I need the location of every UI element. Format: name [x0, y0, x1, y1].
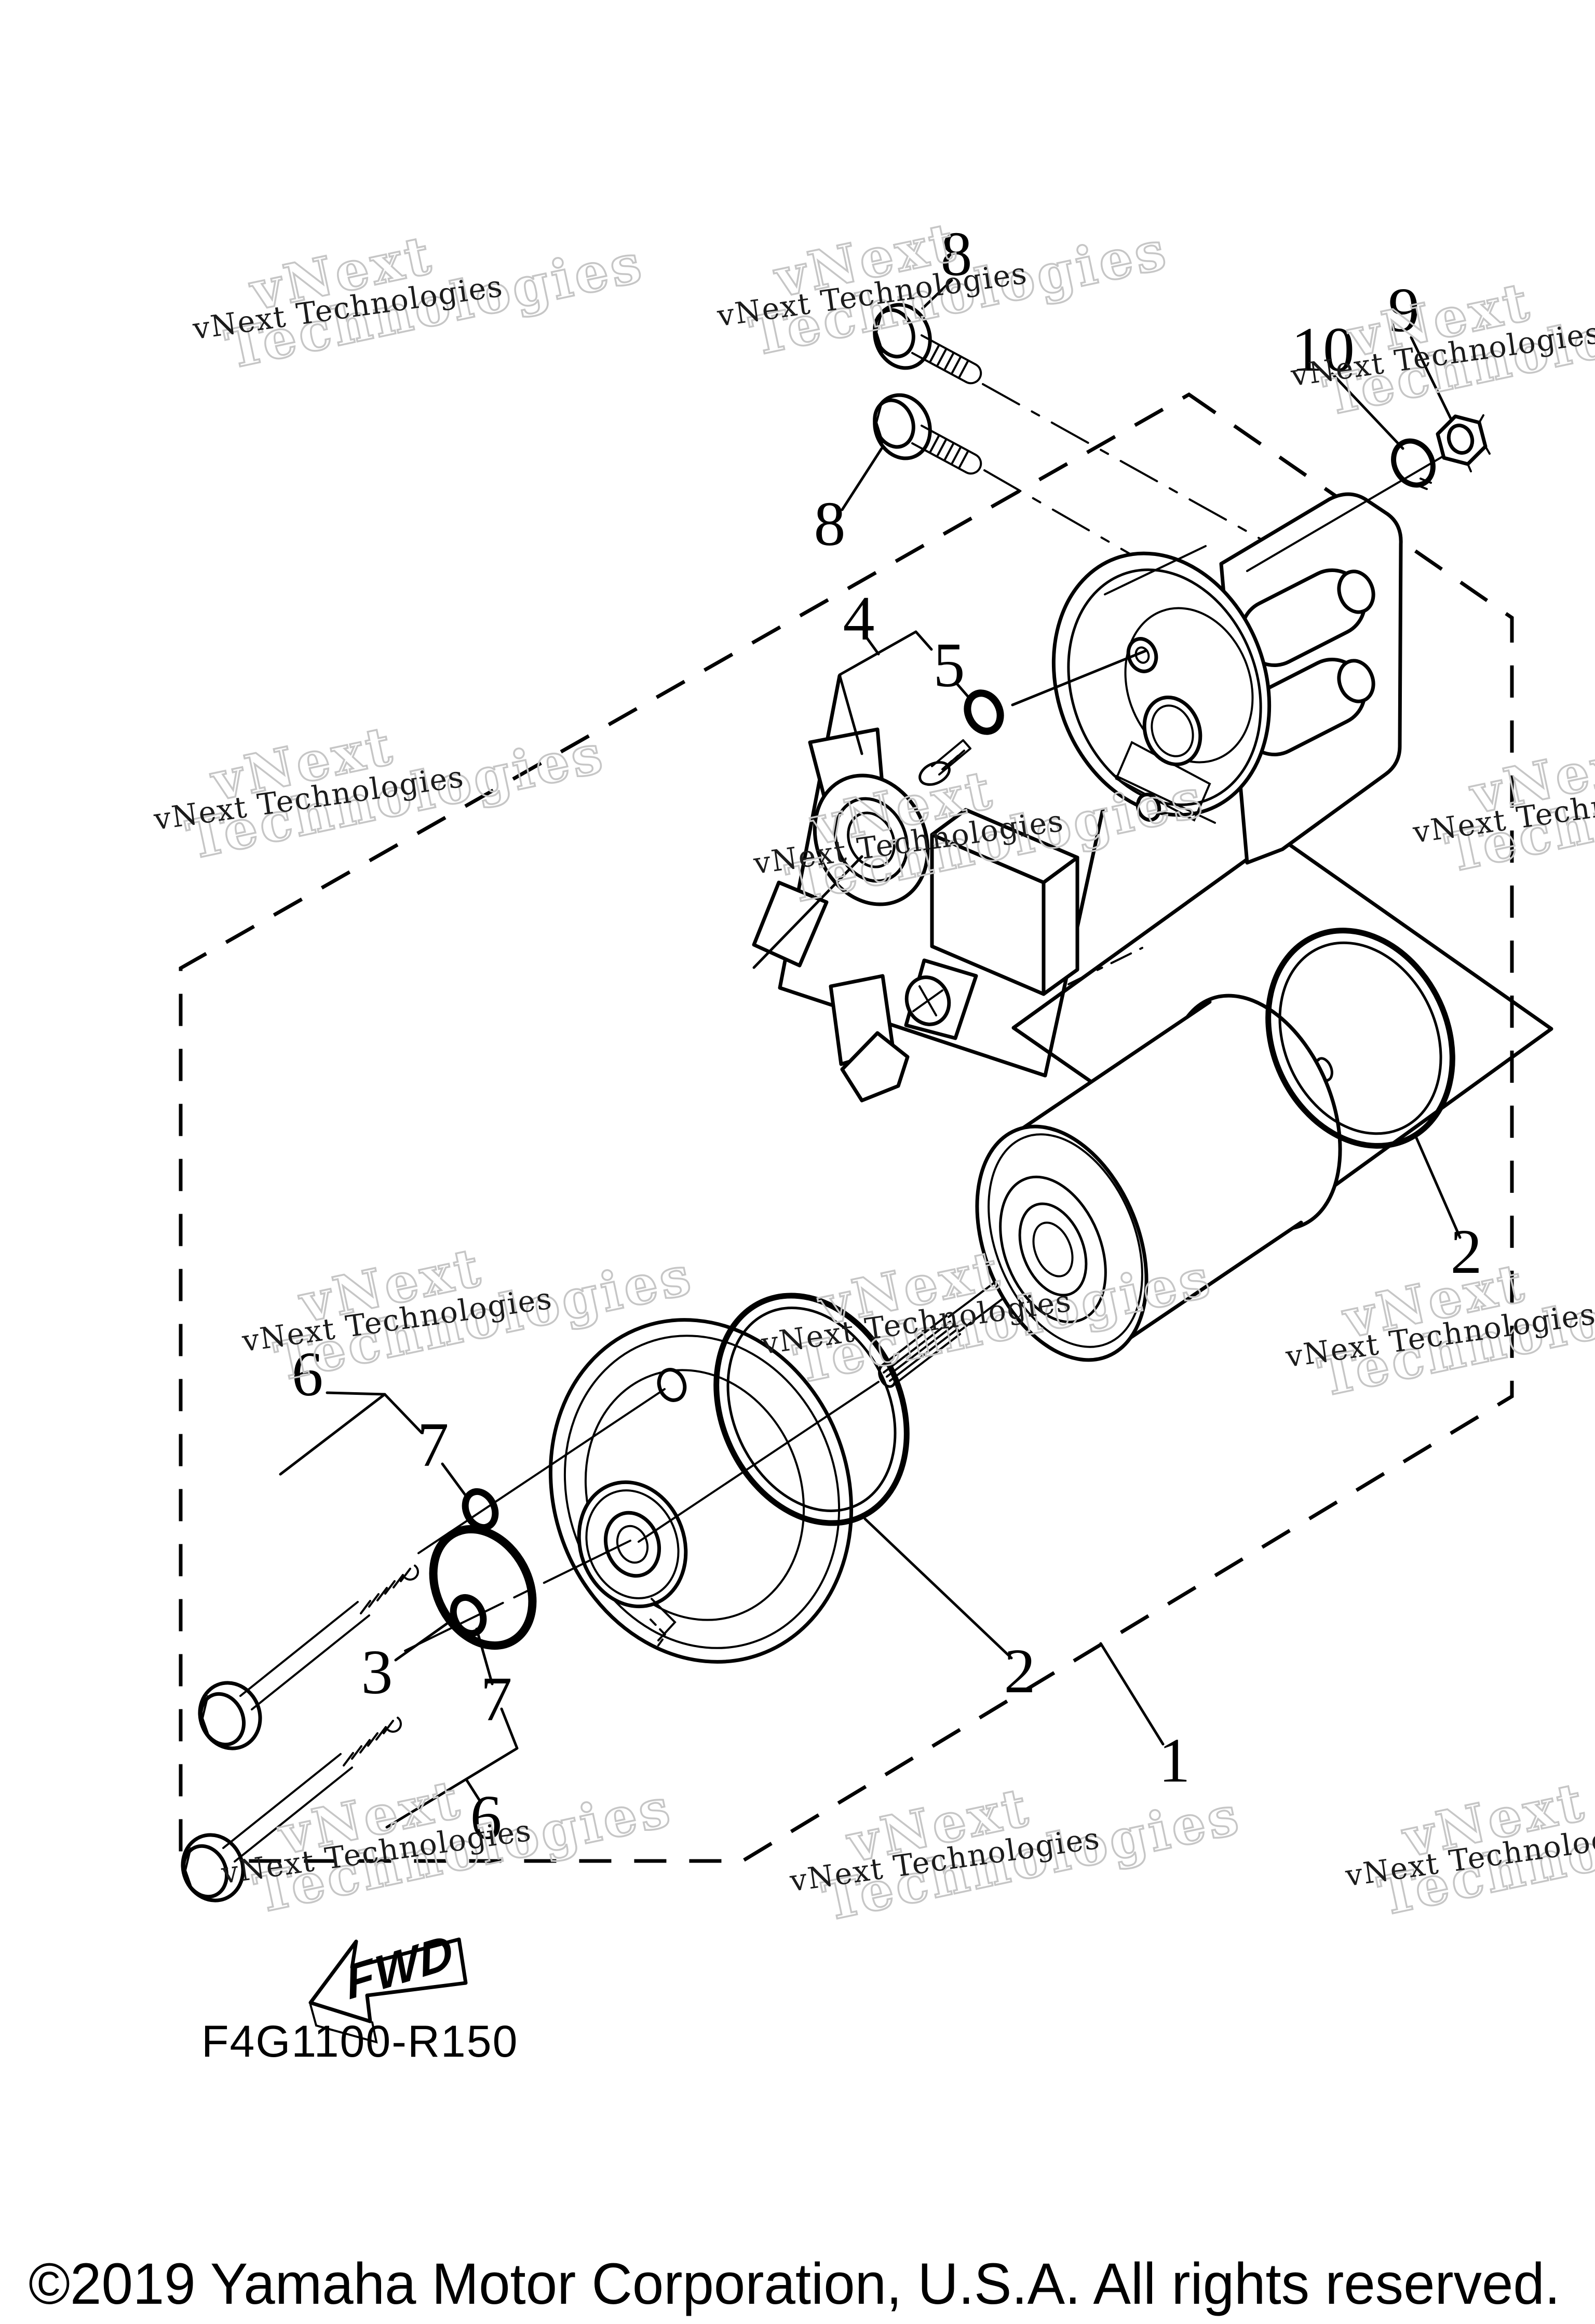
fwd-label: FWD — [342, 1924, 457, 2010]
callout-number-3: 3 — [361, 1637, 393, 1707]
o-ring-3 — [429, 1525, 537, 1650]
callout-leader-4 — [863, 634, 880, 656]
callout-leader-10 — [1331, 372, 1404, 450]
callout-layer: 1 2 2 3 45 6 6 7 7 8 8 9 10 — [279, 219, 1482, 1853]
callout-leader-2 — [1415, 1136, 1462, 1239]
o-ring-2-left — [713, 1293, 910, 1526]
callout-number-5: 5 — [934, 630, 965, 700]
callout-number-8: 8 — [814, 489, 846, 559]
callout-leader-8 — [841, 447, 883, 511]
o-ring-7-lower — [450, 1594, 487, 1637]
callout-leader-6 — [279, 1393, 386, 1476]
solenoid-box — [904, 739, 1079, 1026]
armature — [878, 994, 1342, 1388]
rear-bracket-housing — [1051, 492, 1403, 865]
callout-leader-9 — [1410, 336, 1453, 422]
callout-number-9: 9 — [1388, 275, 1420, 345]
callout-number-2: 2 — [1004, 1636, 1036, 1706]
callout-leader-4 — [838, 630, 933, 755]
callout-leader-6 — [465, 1778, 482, 1804]
lower-axis-lines — [404, 1381, 880, 1652]
diagram-code: F4G1100-R150 — [201, 2017, 518, 2067]
callout-number-7: 7 — [417, 1410, 449, 1480]
o-ring-5-position-line — [1011, 649, 1147, 706]
callout-leader-5 — [955, 682, 971, 700]
phillips-screw — [904, 975, 951, 1026]
o-ring-5 — [964, 689, 1004, 735]
copyright-text: ©2019 Yamaha Motor Corporation, U.S.A. A… — [29, 2251, 1560, 2316]
brush-holder-assembly — [752, 727, 1079, 1103]
front-end-cap — [548, 1318, 854, 1664]
spring-washer-10 — [1391, 438, 1436, 490]
callout-leader-2 — [863, 1517, 1013, 1660]
callout-leader-6 — [385, 1707, 519, 1829]
callout-leader-7 — [475, 1627, 494, 1686]
callout-number-8: 8 — [941, 219, 972, 289]
callout-number-2: 2 — [1451, 1217, 1482, 1287]
callout-leader-3 — [394, 1620, 451, 1662]
bolt-8-upper — [873, 303, 982, 385]
callout-number-1: 1 — [1159, 1725, 1191, 1796]
callout-number-6: 6 — [292, 1339, 323, 1409]
callout-leader-6 — [326, 1391, 386, 1396]
callout-number-4: 4 — [843, 583, 875, 654]
callout-leader-1 — [1099, 1642, 1165, 1746]
callout-leader-8 — [921, 279, 953, 310]
bolt-6-upper — [198, 1565, 419, 1750]
callout-leader-7 — [441, 1462, 470, 1501]
callout-number-10: 10 — [1291, 315, 1355, 385]
flange-nut-9 — [1436, 414, 1491, 472]
callout-number-7: 7 — [481, 1664, 512, 1734]
terminal-stud — [918, 739, 971, 786]
bolt-8-lower — [866, 387, 981, 473]
callout-leader-6 — [383, 1393, 423, 1434]
callout-number-6: 6 — [470, 1783, 502, 1853]
stud-axis-line — [1246, 435, 1479, 572]
o-ring-7-upper — [462, 1488, 499, 1531]
o-ring-2-right — [1265, 928, 1455, 1149]
assembly-boundary-dashed — [179, 392, 1514, 1863]
